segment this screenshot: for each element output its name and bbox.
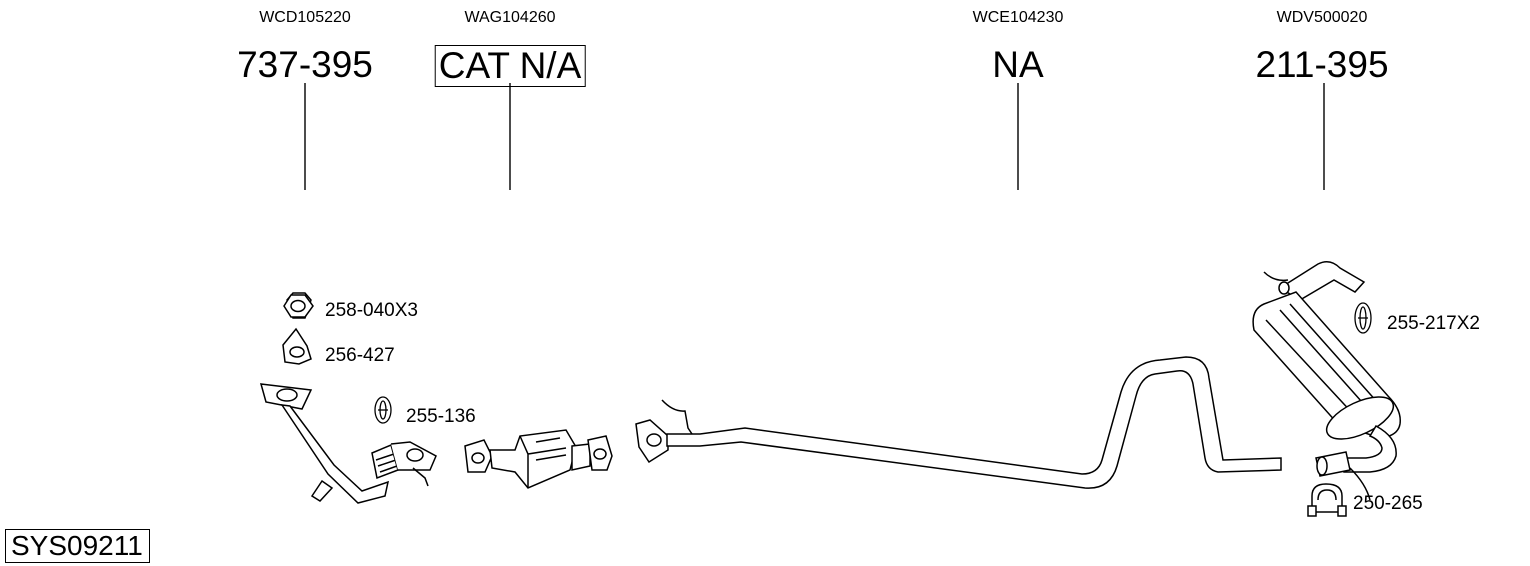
catalytic-converter[interactable] [464,429,613,489]
callout-hanger-rear[interactable]: 255-217X2 [1387,313,1480,334]
nut-icon[interactable] [283,292,314,319]
rear-silencer[interactable] [1252,261,1401,501]
part-header-rear-silencer: WDV500020 211-395 [1255,9,1388,85]
callout-clamp[interactable]: 250-265 [1353,493,1423,514]
callout-hanger-front[interactable]: 255-136 [406,406,476,427]
part-header-catalyst: WAG104260 CAT N/A [434,9,586,87]
part-number[interactable]: NA [992,44,1044,85]
hanger-icon-rear[interactable] [1354,302,1372,334]
part-ref-code: WAG104260 [464,9,556,26]
system-code: SYS09211 [5,529,150,563]
part-number[interactable]: CAT N/A [434,45,586,87]
gasket-icon[interactable] [282,327,312,365]
front-pipe[interactable] [259,383,437,504]
part-ref-code: WCD105220 [259,9,351,26]
clamp-icon[interactable] [1307,483,1347,517]
leader-lines [304,83,1325,190]
hanger-icon-front[interactable] [374,396,392,424]
center-pipe[interactable] [635,356,1282,489]
part-header-front-pipe: WCD105220 737-395 [237,9,373,85]
callout-gasket[interactable]: 256-427 [325,345,395,366]
part-ref-code: WCE104230 [972,9,1064,26]
part-number[interactable]: 737-395 [237,44,373,85]
part-header-center-pipe: WCE104230 NA [973,9,1064,85]
callout-nut[interactable]: 258-040X3 [325,300,418,321]
part-number[interactable]: 211-395 [1255,44,1389,85]
part-ref-code: WDV500020 [1276,9,1368,26]
